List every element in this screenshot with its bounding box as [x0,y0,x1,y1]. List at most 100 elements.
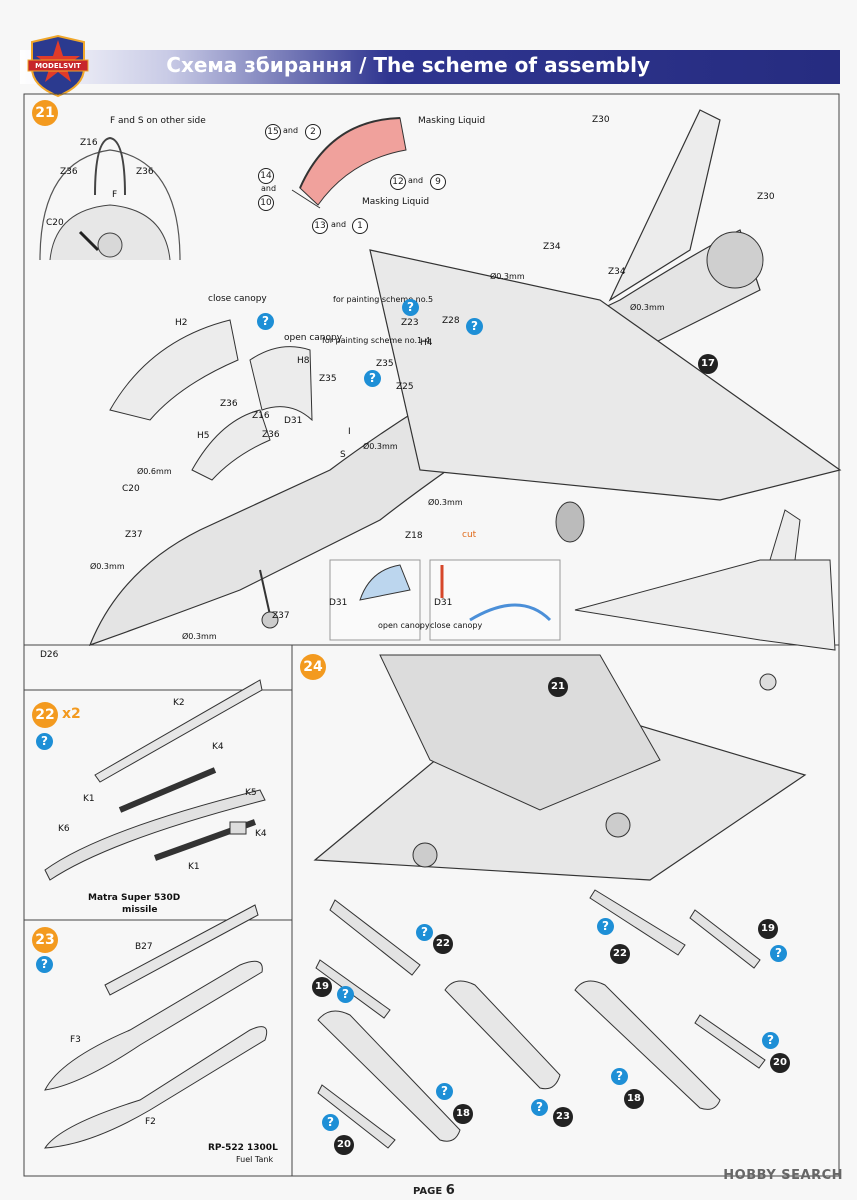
label-c20b: C20 [122,484,140,494]
label-z30a: Z30 [592,115,610,125]
and-label: and [261,184,277,193]
and-label: and [408,176,424,185]
ref-step-19b: 19 [758,919,778,939]
flare-note: F and S on other side [110,116,206,126]
label-hole-a: Ø0.3mm [490,272,525,281]
help-icon[interactable]: ? [337,986,354,1003]
cut-label: cut [462,530,477,540]
label-z35b: Z35 [319,374,337,384]
label-z34b: Z34 [608,267,626,277]
label-z36d: Z36 [262,430,280,440]
label-h8: H8 [297,356,310,366]
close-canopy-inset-label: close canopy [430,621,483,630]
help-icon[interactable]: ? [322,1114,339,1131]
label-z23: Z23 [401,318,419,328]
masking-label-2: Masking Liquid [362,197,430,207]
help-icon[interactable]: ? [531,1099,548,1116]
label-z37b: Z37 [272,611,290,621]
label-i: I [348,427,351,437]
watermark: HOBBY SEARCH [723,1168,843,1183]
part-9: 9 [430,174,446,190]
label-h2: H2 [175,318,188,328]
part-10: 10 [258,195,274,211]
help-icon[interactable]: ? [466,318,483,335]
label-f: F [112,190,118,200]
part-2: 2 [305,124,321,140]
label-f3: F3 [70,1035,81,1045]
label-s: S [340,450,346,460]
ref-step-20a: 20 [334,1135,354,1155]
help-icon[interactable]: ? [36,733,53,750]
label-z36a: Z36 [60,167,78,177]
label-k4a: K4 [212,742,224,752]
part-14: 14 [258,168,274,184]
close-canopy-label: close canopy [208,294,267,304]
label-k1b: K1 [188,862,200,872]
ref-step-21: 21 [548,677,568,697]
label-d31: D31 [284,416,303,426]
open-canopy-label: open canopy [284,333,343,343]
label-z18: Z18 [405,531,423,541]
help-icon[interactable]: ? [36,956,53,973]
help-icon[interactable]: ? [770,945,787,962]
help-icon[interactable]: ? [416,924,433,941]
label-h5: H5 [197,431,210,441]
help-icon[interactable]: ? [257,313,274,330]
page-title: Схема збирання / The scheme of assembly [166,53,650,77]
label-k4b: K4 [255,829,267,839]
label-k5: K5 [245,788,257,798]
label-z37a: Z37 [125,530,143,540]
label-hole-f: Ø0.3mm [182,632,217,641]
label-c20: C20 [46,218,64,228]
help-icon[interactable]: ? [611,1068,628,1085]
label-f2: F2 [145,1117,156,1127]
help-icon[interactable]: ? [436,1083,453,1100]
ref-step-18a: 18 [453,1104,473,1124]
label-hole-06: Ø0.6mm [137,467,172,476]
label-h4: H4 [420,338,433,348]
help-icon[interactable]: ? [364,370,381,387]
label-z30b: Z30 [757,192,775,202]
help-icon[interactable]: ? [597,918,614,935]
tank-caption-1: RP-522 1300L [208,1143,278,1153]
open-canopy-inset-label: open canopy [378,621,430,630]
header-bar: Схема збирання / The scheme of assembly [20,50,840,84]
part-12: 12 [390,174,406,190]
ref-step-18b: 18 [624,1089,644,1109]
label-z16b: Z16 [252,411,270,421]
label-d31b: D31 [329,598,348,608]
label-k2: K2 [173,698,185,708]
page-number: PAGE 6 [413,1183,455,1198]
ref-step-19a: 19 [312,977,332,997]
label-k6: K6 [58,824,70,834]
help-icon[interactable]: ? [762,1032,779,1049]
step-24-badge: 24 [300,654,326,680]
label-hole-d: Ø0.3mm [428,498,463,507]
logo-text: MODELSVIT [35,62,81,70]
help-icon[interactable]: ? [402,299,419,316]
label-hole-e: Ø0.3mm [90,562,125,571]
label-d31c: D31 [434,598,453,608]
ref-step-22a: 22 [433,934,453,954]
painting-note-1-4: for painting scheme no.1-4 [322,336,431,345]
ref-step-17: 17 [698,354,718,374]
label-z35a: Z35 [376,359,394,369]
label-z36b: Z36 [136,167,154,177]
step-21-badge: 21 [32,100,58,126]
and-label: and [283,126,299,135]
part-13: 13 [312,218,328,234]
label-hole-c: Ø0.3mm [363,442,398,451]
label-z34a: Z34 [543,242,561,252]
label-k1a: K1 [83,794,95,804]
label-z25: Z25 [396,382,414,392]
label-z16: Z16 [80,138,98,148]
missile-caption-2: missile [122,905,158,915]
multiplier: x2 [62,706,81,722]
label-hole-b: Ø0.3mm [630,303,665,312]
and-label: and [331,220,347,229]
